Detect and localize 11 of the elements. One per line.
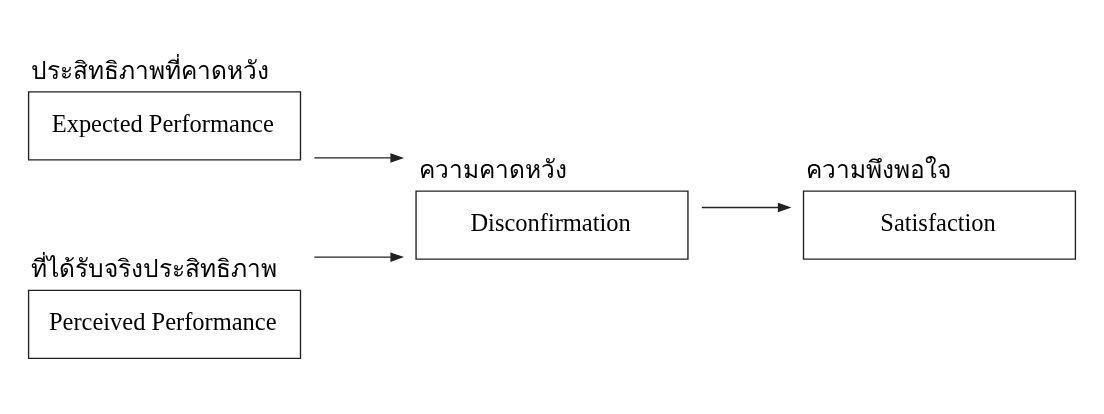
- node-box: Disconfirmation: [415, 190, 689, 260]
- node-label: ที่ได้รับจริงประสิทธิภาพ: [31, 254, 278, 282]
- arrow: [701, 202, 792, 212]
- arrow: [313, 251, 404, 262]
- arrow: [313, 152, 404, 163]
- node-label: ความพึงพอใจ: [806, 155, 952, 183]
- node-label: ความคาดหวัง: [418, 155, 567, 183]
- node-box: Satisfaction: [802, 190, 1077, 260]
- node-label: ประสิทธิภาพที่คาดหวัง: [31, 56, 270, 84]
- node-box: Perceived Performance: [27, 289, 302, 359]
- node-box: Expected Performance: [27, 90, 302, 161]
